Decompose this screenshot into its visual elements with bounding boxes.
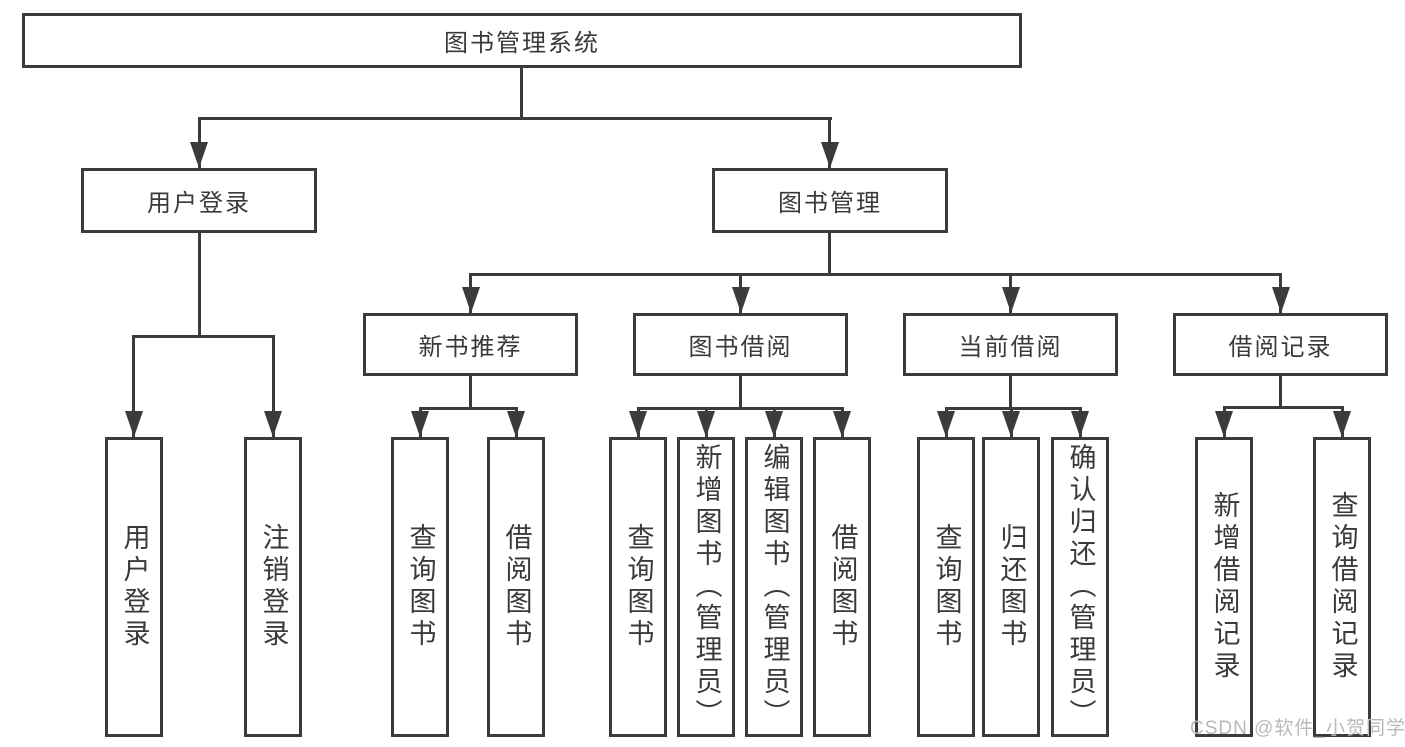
- node-borrow-record: 借阅记录: [1173, 313, 1388, 376]
- node-book-management: 图书管理: [712, 168, 948, 233]
- node-root-label: 图书管理系统: [444, 30, 600, 57]
- connector-line: [198, 117, 832, 120]
- leaf-return-book: 归还图书: [982, 437, 1040, 737]
- connector-arrowhead: [629, 411, 647, 437]
- leaf-confirm-return-admin: 确认归还（管理员）: [1051, 437, 1109, 737]
- leaf-borrow-book-1: 借阅图书: [487, 437, 545, 737]
- connector-arrowhead: [462, 287, 480, 313]
- leaf-query-borrow-record: 查询借阅记录: [1313, 437, 1371, 737]
- connector-arrowhead: [190, 142, 208, 168]
- connector-arrowhead: [1333, 411, 1351, 437]
- leaf-add-book-admin-label: 新增图书（管理员）: [691, 443, 722, 731]
- leaf-add-borrow-record: 新增借阅记录: [1195, 437, 1253, 737]
- connector-arrowhead: [821, 142, 839, 168]
- leaf-borrow-book-2-label: 借阅图书: [827, 523, 858, 651]
- leaf-confirm-return-admin-label: 确认归还（管理员）: [1065, 443, 1096, 731]
- connector-arrowhead: [937, 411, 955, 437]
- leaf-return-book-label: 归还图书: [996, 523, 1027, 651]
- node-new-book-recommend: 新书推荐: [363, 313, 578, 376]
- connector-arrowhead: [411, 411, 429, 437]
- leaf-query-book-3-label: 查询图书: [931, 523, 962, 651]
- connector-line: [1279, 376, 1282, 407]
- leaf-query-book-2: 查询图书: [609, 437, 667, 737]
- leaf-query-book-2-label: 查询图书: [623, 523, 654, 651]
- connector-line: [739, 376, 742, 407]
- leaf-edit-book-admin-label: 编辑图书（管理员）: [759, 443, 790, 731]
- connector-line: [520, 68, 523, 117]
- connector-line: [945, 407, 1082, 410]
- connector-line: [469, 273, 1282, 276]
- leaf-logout-label: 注销登录: [258, 523, 289, 651]
- connector-arrowhead: [1215, 411, 1233, 437]
- connector-line: [637, 407, 844, 410]
- connector-arrowhead: [507, 411, 525, 437]
- connector-line: [1223, 406, 1344, 409]
- leaf-user-login-label: 用户登录: [119, 523, 150, 651]
- connector-arrowhead: [765, 411, 783, 437]
- leaf-borrow-book-2: 借阅图书: [813, 437, 871, 737]
- connector-arrowhead: [833, 411, 851, 437]
- leaf-query-book-1: 查询图书: [391, 437, 449, 737]
- connector-arrowhead: [1071, 411, 1089, 437]
- node-book-borrow: 图书借阅: [633, 313, 848, 376]
- leaf-logout: 注销登录: [244, 437, 302, 737]
- leaf-query-book-1-label: 查询图书: [405, 523, 436, 651]
- connector-line: [828, 233, 831, 273]
- leaf-query-borrow-record-label: 查询借阅记录: [1327, 491, 1358, 683]
- connector-line: [272, 335, 275, 437]
- connector-line: [1009, 376, 1012, 407]
- node-root: 图书管理系统: [22, 13, 1022, 68]
- connector-arrowhead: [732, 287, 750, 313]
- connector-arrowhead: [125, 411, 143, 437]
- connector-line: [132, 335, 135, 437]
- node-book-borrow-label: 图书借阅: [688, 334, 793, 361]
- connector-line: [133, 335, 274, 338]
- node-current-borrow-label: 当前借阅: [958, 334, 1063, 361]
- node-user-login-label: 用户登录: [147, 190, 251, 217]
- leaf-query-book-3: 查询图书: [917, 437, 975, 737]
- leaf-user-login: 用户登录: [105, 437, 163, 737]
- watermark-text: CSDN @软件_小贺同学: [1190, 718, 1405, 739]
- connector-line: [419, 407, 517, 410]
- connector-arrowhead: [1002, 287, 1020, 313]
- node-borrow-record-label: 借阅记录: [1228, 334, 1333, 361]
- connector-arrowhead: [697, 411, 715, 437]
- connector-arrowhead: [264, 411, 282, 437]
- node-book-management-label: 图书管理: [778, 190, 882, 217]
- node-user-login: 用户登录: [81, 168, 317, 233]
- leaf-edit-book-admin: 编辑图书（管理员）: [745, 437, 803, 737]
- node-current-borrow: 当前借阅: [903, 313, 1118, 376]
- connector-line: [198, 233, 201, 335]
- node-new-book-recommend-label: 新书推荐: [418, 334, 523, 361]
- connector-arrowhead: [1272, 287, 1290, 313]
- leaf-add-book-admin: 新增图书（管理员）: [677, 437, 735, 737]
- leaf-add-borrow-record-label: 新增借阅记录: [1209, 491, 1240, 683]
- leaf-borrow-book-1-label: 借阅图书: [501, 523, 532, 651]
- connector-line: [469, 376, 472, 407]
- connector-arrowhead: [1002, 411, 1020, 437]
